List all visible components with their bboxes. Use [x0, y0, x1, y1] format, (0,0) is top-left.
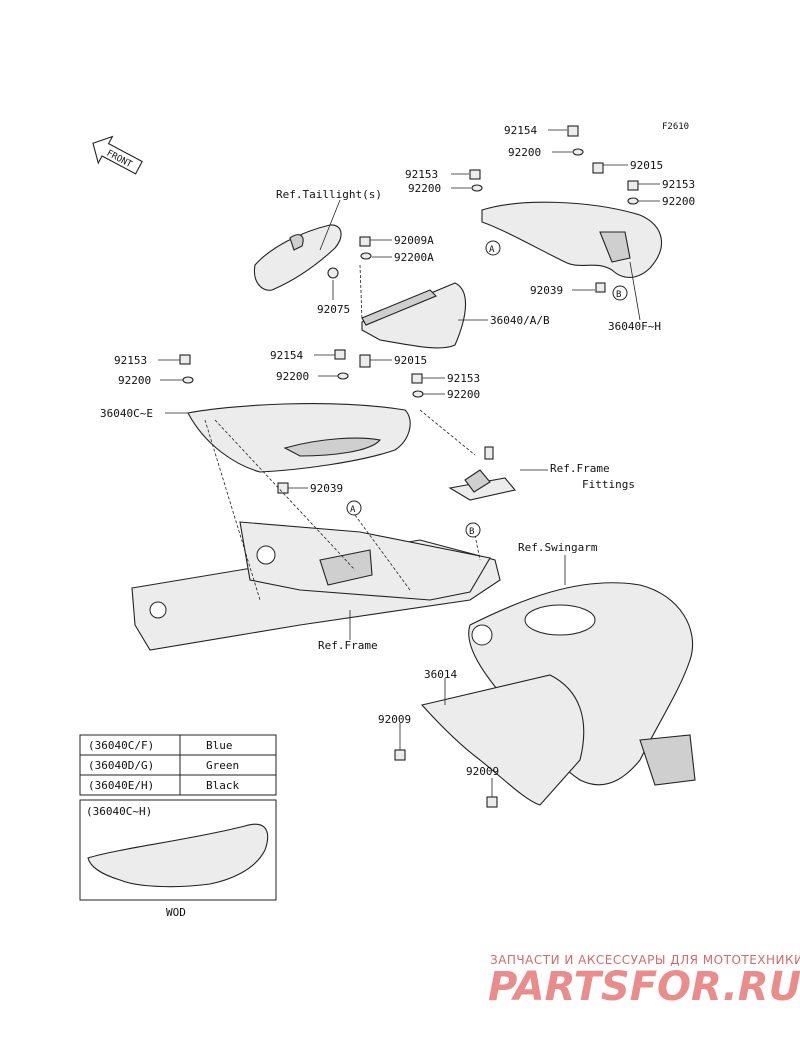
- label-92153-tr: 92153: [662, 178, 695, 191]
- assembly-lines: [204, 264, 481, 601]
- label-92153-mid: 92153: [405, 168, 438, 181]
- inset-title: (36040C~H): [86, 805, 152, 818]
- marker-a-top: A: [485, 240, 501, 256]
- color-table-code: (36040E/H): [88, 779, 154, 792]
- watermark: ЗАПЧАСТИ И АКСЕССУАРЫ ДЛЯ МОТОТЕХНИКИ PA…: [488, 953, 800, 1010]
- svg-text:B: B: [616, 290, 621, 300]
- label-92009-b: 92009: [466, 765, 499, 778]
- label-92200-tr: 92200: [662, 195, 695, 208]
- label-92039-top: 92039: [530, 284, 563, 297]
- marker-b-top: B: [612, 285, 628, 301]
- watermark-logo: PARTSFOR.RU: [488, 964, 800, 1010]
- label-92200A: 92200A: [394, 251, 434, 264]
- swingarm: [468, 582, 696, 786]
- label-ref-frame: Ref.Frame: [318, 639, 378, 652]
- label-ref-taillight: Ref.Taillight(s): [276, 188, 382, 201]
- label-36040FH: 36040F~H: [608, 320, 661, 333]
- label-92154-top: 92154: [504, 124, 537, 137]
- label-ref-frame-fittings-2: Fittings: [582, 478, 635, 491]
- inset-caption: WOD: [166, 906, 186, 919]
- figure-code: F2610: [662, 122, 689, 132]
- leader-lines: [158, 129, 660, 797]
- svg-text:B: B: [469, 527, 474, 537]
- label-92153-left: 92153: [114, 354, 147, 367]
- svg-text:A: A: [489, 245, 495, 255]
- marker-b-mid: B: [465, 522, 481, 538]
- label-36014: 36014: [424, 668, 457, 681]
- label-92200-mid2: 92200: [276, 370, 309, 383]
- label-ref-swingarm: Ref.Swingarm: [518, 541, 598, 554]
- color-table: (36040C/F) Blue (36040D/G) Green (36040E…: [79, 734, 277, 796]
- label-92009-a: 92009: [378, 713, 411, 726]
- label-92154-mid: 92154: [270, 349, 303, 362]
- color-table-code: (36040D/G): [88, 759, 154, 772]
- color-table-code: (36040C/F): [88, 739, 154, 752]
- inset-box: (36040C~H) WOD: [79, 799, 277, 919]
- label-92039-mid: 92039: [310, 482, 343, 495]
- label-92075: 92075: [317, 303, 350, 316]
- frame: [131, 521, 501, 651]
- label-92015-top: 92015: [630, 159, 663, 172]
- front-arrow-icon: FRONT: [92, 135, 143, 175]
- watermark-tagline: ЗАПЧАСТИ И АКСЕССУАРЫ ДЛЯ МОТОТЕХНИКИ: [490, 953, 800, 967]
- taillight-assembly: [253, 224, 342, 291]
- label-ref-frame-fittings-1: Ref.Frame: [550, 462, 610, 475]
- label-92200-top: 92200: [508, 146, 541, 159]
- marker-a-mid: A: [346, 500, 362, 516]
- label-92153-r2: 92153: [447, 372, 480, 385]
- center-cover: [361, 282, 467, 349]
- label-92200-r2: 92200: [447, 388, 480, 401]
- side-cowl: [187, 403, 411, 473]
- rear-cowl-upper-right: [481, 201, 663, 321]
- frame-fittings-bracket: [448, 469, 517, 501]
- label-36040CE: 36040C~E: [100, 407, 153, 420]
- color-table-color: Blue: [206, 739, 233, 752]
- svg-text:A: A: [350, 505, 356, 515]
- label-92015-mid: 92015: [394, 354, 427, 367]
- color-table-color: Black: [206, 779, 239, 792]
- label-92200-left: 92200: [118, 374, 151, 387]
- label-92200-mid: 92200: [408, 182, 441, 195]
- fasteners: [179, 125, 639, 808]
- label-36040AB: 36040/A/B: [490, 314, 550, 327]
- chain-guard: [420, 674, 585, 806]
- label-92009A: 92009A: [394, 234, 434, 247]
- color-table-color: Green: [206, 759, 239, 772]
